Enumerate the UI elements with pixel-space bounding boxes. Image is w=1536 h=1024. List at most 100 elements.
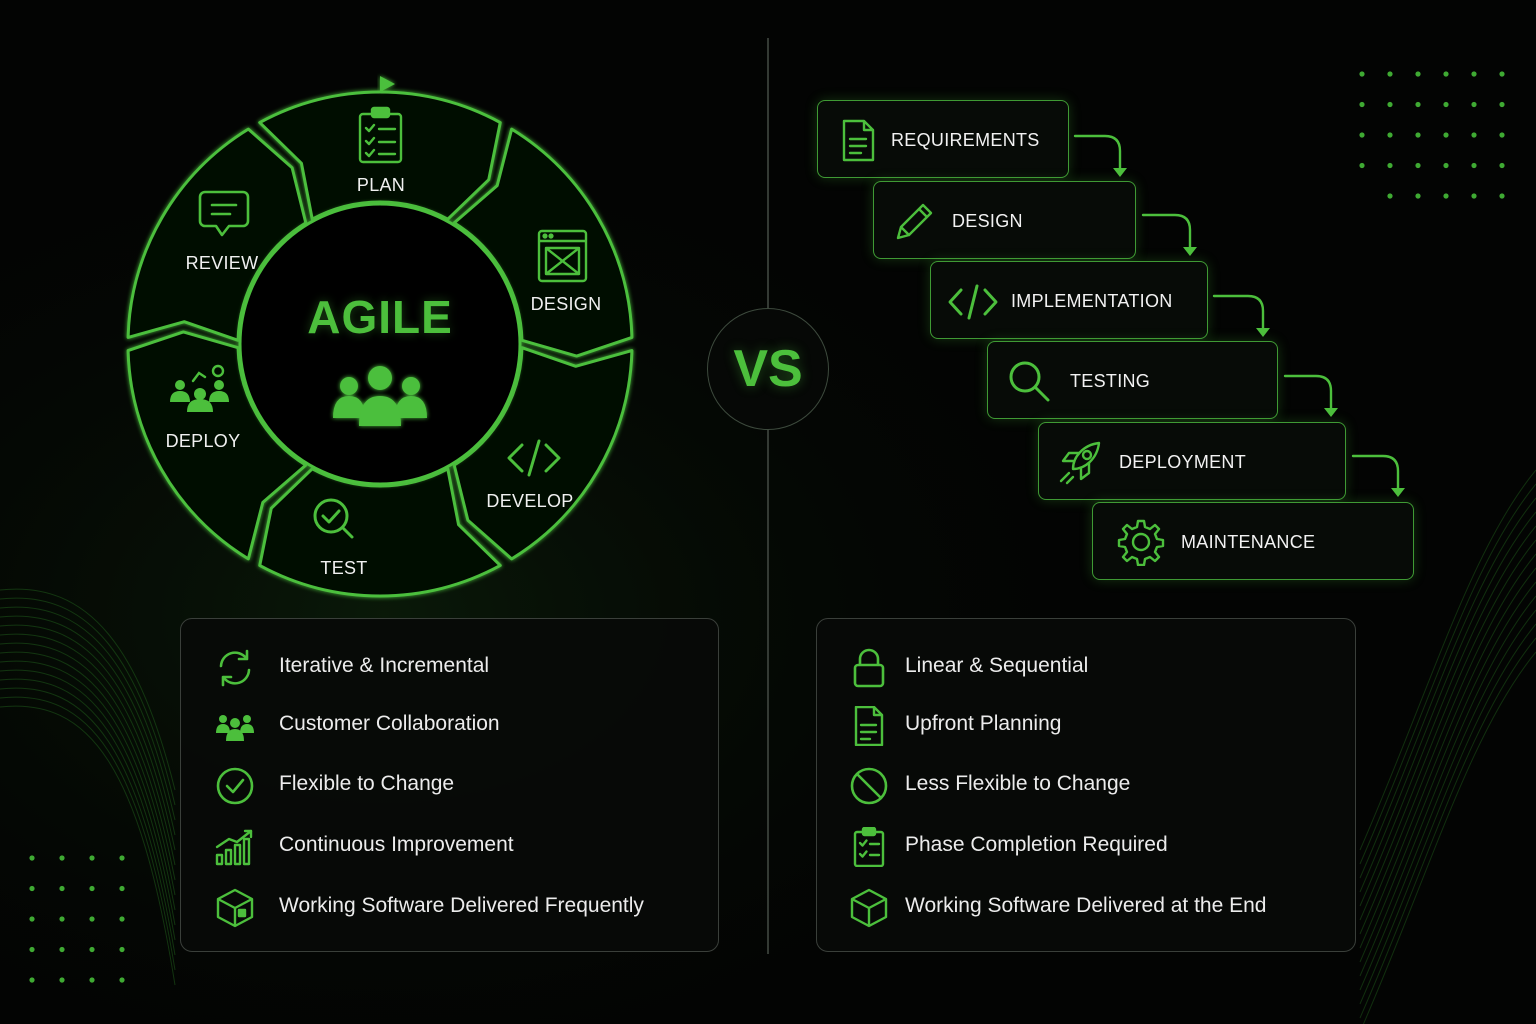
feature-label: Less Flexible to Change [905, 772, 1131, 795]
step-label: DEPLOYMENT [1119, 452, 1247, 472]
team-gauge-icon [170, 364, 229, 412]
decor-dot [1471, 162, 1477, 169]
feature-label: Working Software Delivered at the End [905, 894, 1267, 917]
decor-dot [1443, 71, 1449, 77]
chat-bubble-icon [198, 190, 250, 237]
connector-arrow [1212, 294, 1265, 333]
decor-dot [1387, 193, 1393, 199]
waterfall-step-deployment: DEPLOYMENT [1038, 422, 1346, 500]
wheel-segment-develop [452, 346, 634, 561]
agile-cycle-wheel [126, 76, 634, 598]
decor-wave [1359, 497, 1536, 879]
decor-dot [29, 977, 35, 983]
waterfall-step-testing: TESTING [987, 341, 1278, 419]
decor-dot [1471, 132, 1477, 138]
waterfall-step-implementation: IMPLEMENTATION [930, 261, 1208, 339]
connector-arrow [1141, 213, 1192, 252]
decor-wave [0, 696, 176, 971]
agile-feature-item: Working Software Delivered Frequently [181, 886, 718, 928]
decor-dot [1499, 132, 1505, 138]
decor-dot [1415, 132, 1421, 138]
gear-icon [1117, 519, 1165, 566]
refresh-cycle-icon [219, 649, 251, 687]
decor-dot [1387, 101, 1393, 108]
prohibited-icon [850, 767, 888, 805]
waterfall-feature-item: Less Flexible to Change [817, 764, 1355, 805]
waterfall-step-design: DESIGN [873, 181, 1136, 259]
decor-dot [1499, 71, 1505, 77]
decor-wave [0, 669, 176, 926]
dot-grid-top-right [1359, 71, 1505, 199]
decor-dot [29, 855, 35, 861]
waterfall-feature-item: Linear & Sequential [817, 646, 1355, 688]
decor-wave [0, 642, 176, 881]
decor-wave [1359, 553, 1536, 935]
step-label: TESTING [1070, 371, 1151, 391]
decor-wave [1359, 637, 1536, 1019]
decor-wave [0, 705, 176, 986]
decor-dot [1499, 101, 1505, 108]
decor-dot [1359, 162, 1365, 169]
decor-dot [59, 855, 65, 861]
decor-dot [1415, 71, 1421, 77]
decor-dot [1443, 162, 1449, 169]
code-brackets-icon [507, 439, 561, 477]
feature-label: Continuous Improvement [279, 833, 514, 856]
decor-dot [1471, 101, 1477, 108]
clipboard-checklist-icon [853, 827, 885, 867]
decor-wave [0, 651, 176, 896]
decor-dot [29, 916, 35, 922]
decor-dot [59, 916, 65, 922]
growth-bars-icon [215, 829, 253, 866]
agile-feature-item: Flexible to Change [181, 764, 718, 805]
lock-icon [853, 648, 885, 688]
decor-wave [0, 588, 176, 791]
decor-dot [1471, 193, 1477, 199]
decor-dot [89, 885, 95, 892]
feature-label: Customer Collaboration [279, 712, 500, 735]
decor-dot [119, 946, 125, 953]
decor-dot [1359, 132, 1365, 138]
wheel-segment-review [126, 127, 308, 342]
phase-label-review: REVIEW [185, 253, 259, 273]
magnifier-check-icon [313, 498, 354, 539]
step-label: REQUIREMENTS [891, 130, 1040, 150]
wheel-segment-plan [258, 90, 502, 221]
feature-label: Working Software Delivered Frequently [279, 894, 644, 917]
waterfall-features-panel: Linear & Sequential Upfront Planning Les… [816, 618, 1356, 952]
decor-dot [1359, 71, 1365, 77]
cycle-arrow-head [380, 76, 395, 92]
waterfall-feature-item: Phase Completion Required [817, 825, 1355, 867]
wave-lines-right [1359, 469, 1536, 1024]
agile-feature-item: Continuous Improvement [181, 825, 718, 866]
waterfall-step-maintenance: MAINTENANCE [1092, 502, 1414, 580]
decor-wave [0, 687, 176, 956]
package-box-icon [216, 888, 254, 928]
decor-wave [0, 633, 176, 866]
wheel-segment-test [258, 467, 502, 598]
package-box-icon [850, 888, 888, 928]
agile-title: AGILE [307, 291, 453, 343]
decor-wave [0, 597, 176, 806]
code-brackets-icon [948, 284, 998, 320]
decor-dot [1387, 132, 1393, 138]
decor-dot [1443, 193, 1449, 199]
decor-wave [1359, 483, 1536, 865]
feature-label: Linear & Sequential [905, 654, 1089, 677]
decor-dot [59, 946, 65, 953]
decor-dot [1359, 101, 1365, 108]
decor-dot [1415, 101, 1421, 108]
decor-wave [1362, 651, 1536, 1024]
decor-dot [89, 916, 95, 922]
decor-dot [119, 916, 125, 922]
decor-dot [1499, 193, 1505, 199]
connector-arrow-head [1183, 247, 1197, 256]
feature-label: Iterative & Incremental [279, 654, 490, 677]
decor-wave [1359, 525, 1536, 907]
decor-dot [119, 977, 125, 983]
feature-label: Phase Completion Required [905, 833, 1168, 856]
decor-wave [1359, 469, 1536, 851]
decor-wave [0, 678, 176, 941]
decor-wave [1359, 581, 1536, 963]
